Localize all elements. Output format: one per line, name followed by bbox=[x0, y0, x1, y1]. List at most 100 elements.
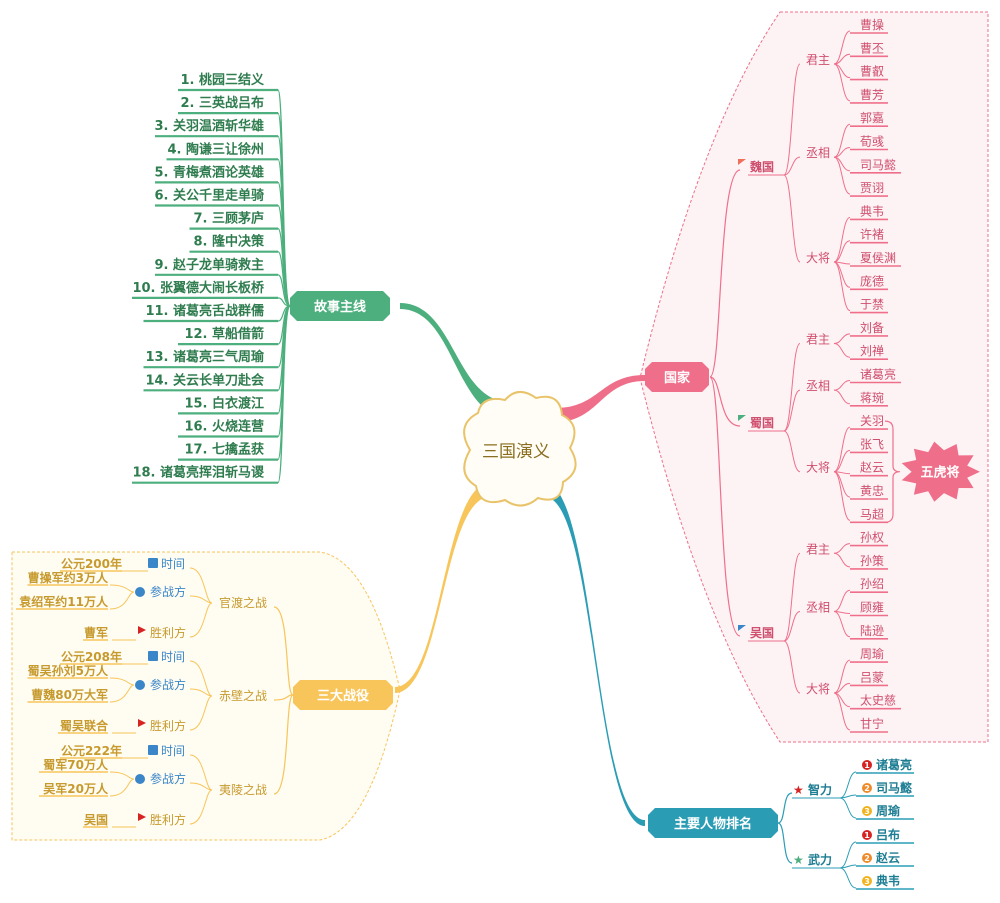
plot-item[interactable]: 4. 陶谦三让徐州 bbox=[167, 141, 264, 157]
plot-item[interactable]: 5. 青梅煮酒论英雄 bbox=[154, 164, 264, 180]
person-connector bbox=[833, 552, 851, 568]
plot-topic-box[interactable] bbox=[290, 291, 390, 321]
person-name[interactable]: 太史慈 bbox=[860, 693, 896, 708]
plot-topic-label[interactable]: 故事主线 bbox=[314, 299, 366, 315]
role-name[interactable]: 丞相 bbox=[806, 379, 830, 393]
role-name[interactable]: 丞相 bbox=[806, 601, 830, 615]
plot-item[interactable]: 16. 火烧连营 bbox=[184, 419, 264, 435]
person-name[interactable]: 夏侯渊 bbox=[860, 251, 896, 265]
battle-name[interactable]: 赤壁之战 bbox=[219, 688, 267, 703]
battle-winner[interactable]: 曹军 bbox=[84, 625, 108, 640]
ranking-name[interactable]: 诸葛亮 bbox=[876, 757, 912, 772]
person-name[interactable]: 顾雍 bbox=[860, 600, 884, 615]
battle-name[interactable]: 官渡之战 bbox=[219, 595, 267, 610]
plot-item[interactable]: 12. 草船借箭 bbox=[184, 326, 264, 342]
battle-time[interactable]: 公元208年 bbox=[61, 649, 122, 664]
battle-time[interactable]: 公元200年 bbox=[61, 556, 122, 571]
person-name[interactable]: 曹操 bbox=[860, 17, 884, 32]
person-name[interactable]: 庞德 bbox=[860, 273, 884, 288]
state-name[interactable]: 吴国 bbox=[750, 626, 774, 640]
battle-side[interactable]: 吴军20万人 bbox=[43, 781, 109, 796]
battle-side[interactable]: 蜀军70万人 bbox=[43, 757, 109, 772]
ranking-name[interactable]: 赵云 bbox=[875, 850, 900, 865]
battle-side[interactable]: 袁绍军约11万人 bbox=[18, 594, 109, 609]
role-name[interactable]: 君主 bbox=[806, 333, 830, 347]
person-name[interactable]: 于禁 bbox=[860, 298, 884, 312]
person-name[interactable]: 曹丕 bbox=[860, 41, 884, 55]
center-topic-text[interactable]: 三国演义 bbox=[482, 442, 550, 462]
battles-topic-label[interactable]: 三大战役 bbox=[317, 688, 369, 704]
role-name[interactable]: 大将 bbox=[806, 682, 830, 696]
person-name[interactable]: 曹芳 bbox=[860, 88, 884, 102]
ranking-name[interactable]: 司马懿 bbox=[876, 780, 912, 795]
battle-side[interactable]: 蜀吴孙刘5万人 bbox=[28, 663, 109, 678]
flag-icon bbox=[738, 625, 746, 631]
person-name[interactable]: 孙策 bbox=[860, 554, 884, 568]
plot-item[interactable]: 2. 三英战吕布 bbox=[180, 95, 264, 111]
ranking-group[interactable]: 智力 bbox=[807, 782, 832, 797]
role-name[interactable]: 君主 bbox=[806, 53, 830, 67]
person-name[interactable]: 赵云 bbox=[860, 461, 884, 475]
person-name[interactable]: 关羽 bbox=[860, 414, 884, 428]
battles-topic-box[interactable] bbox=[293, 680, 393, 710]
battle-time[interactable]: 公元222年 bbox=[61, 743, 122, 758]
plot-item[interactable]: 15. 白衣渡江 bbox=[184, 395, 264, 411]
ranking-name[interactable]: 典韦 bbox=[876, 873, 900, 888]
states-topic-box[interactable] bbox=[645, 362, 709, 392]
plot-item[interactable]: 11. 诸葛亮舌战群儒 bbox=[145, 303, 264, 319]
person-name[interactable]: 荀彧 bbox=[860, 135, 884, 149]
role-connector bbox=[783, 63, 801, 176]
ranking-name[interactable]: 周瑜 bbox=[876, 803, 901, 818]
battle-name[interactable]: 夷陵之战 bbox=[219, 782, 267, 797]
plot-item[interactable]: 14. 关云长单刀赴会 bbox=[145, 372, 265, 388]
person-name[interactable]: 马超 bbox=[860, 506, 884, 521]
person-name[interactable]: 贾诩 bbox=[860, 181, 884, 195]
person-name[interactable]: 司马懿 bbox=[860, 157, 896, 172]
battle-winner[interactable]: 蜀吴联合 bbox=[60, 718, 109, 733]
person-name[interactable]: 许褚 bbox=[860, 228, 884, 242]
person-name[interactable]: 蒋琬 bbox=[860, 390, 884, 405]
plot-item[interactable]: 7. 三顾茅庐 bbox=[193, 211, 264, 227]
person-name[interactable]: 吕蒙 bbox=[860, 670, 884, 684]
role-name[interactable]: 君主 bbox=[806, 542, 830, 556]
state-name[interactable]: 蜀国 bbox=[750, 416, 774, 430]
ranking-topic-label[interactable]: 主要人物排名 bbox=[674, 816, 752, 832]
role-name[interactable]: 大将 bbox=[806, 251, 830, 265]
tiger-label[interactable]: 五虎将 bbox=[920, 465, 959, 481]
person-name[interactable]: 孙权 bbox=[860, 531, 884, 545]
role-name[interactable]: 大将 bbox=[806, 461, 830, 475]
person-name[interactable]: 刘禅 bbox=[860, 344, 884, 358]
person-name[interactable]: 刘备 bbox=[860, 321, 884, 335]
plot-item[interactable]: 8. 隆中决策 bbox=[193, 234, 265, 250]
ranking-name[interactable]: 吕布 bbox=[876, 827, 900, 842]
ranking-connector bbox=[777, 822, 793, 864]
person-name[interactable]: 陆逊 bbox=[860, 623, 884, 638]
person-name[interactable]: 诸葛亮 bbox=[860, 367, 896, 382]
battle-winner[interactable]: 吴国 bbox=[84, 813, 108, 827]
person-name[interactable]: 典韦 bbox=[860, 204, 884, 218]
tiger-burst[interactable] bbox=[901, 441, 980, 502]
role-connector bbox=[783, 343, 801, 432]
plot-item[interactable]: 9. 赵子龙单骑救主 bbox=[154, 257, 264, 273]
battle-side[interactable]: 曹操军约3万人 bbox=[28, 570, 109, 585]
plot-item[interactable]: 6. 关公千里走单骑 bbox=[154, 188, 264, 204]
ranking-topic-box[interactable] bbox=[648, 808, 778, 838]
person-name[interactable]: 孙绍 bbox=[860, 577, 884, 591]
plot-item[interactable]: 13. 诸葛亮三气周瑜 bbox=[145, 349, 265, 365]
state-name[interactable]: 魏国 bbox=[749, 159, 774, 174]
person-name[interactable]: 郭嘉 bbox=[860, 111, 884, 125]
plot-item[interactable]: 3. 关羽温酒斩华雄 bbox=[154, 118, 264, 134]
plot-item[interactable]: 18. 诸葛亮挥泪斩马谡 bbox=[132, 465, 265, 481]
person-name[interactable]: 黄忠 bbox=[860, 484, 884, 498]
plot-item[interactable]: 17. 七擒孟获 bbox=[184, 442, 264, 458]
ranking-group[interactable]: 武力 bbox=[808, 852, 832, 867]
plot-item[interactable]: 1. 桃园三结义 bbox=[180, 72, 265, 88]
battle-side[interactable]: 曹魏80万大军 bbox=[31, 687, 108, 702]
person-name[interactable]: 甘宁 bbox=[860, 716, 884, 731]
states-topic-label[interactable]: 国家 bbox=[664, 370, 691, 386]
role-name[interactable]: 丞相 bbox=[806, 146, 830, 160]
plot-item[interactable]: 10. 张翼德大闹长板桥 bbox=[132, 280, 265, 296]
person-name[interactable]: 周瑜 bbox=[860, 646, 884, 661]
person-name[interactable]: 曹叡 bbox=[860, 64, 884, 79]
person-name[interactable]: 张飞 bbox=[860, 437, 884, 451]
